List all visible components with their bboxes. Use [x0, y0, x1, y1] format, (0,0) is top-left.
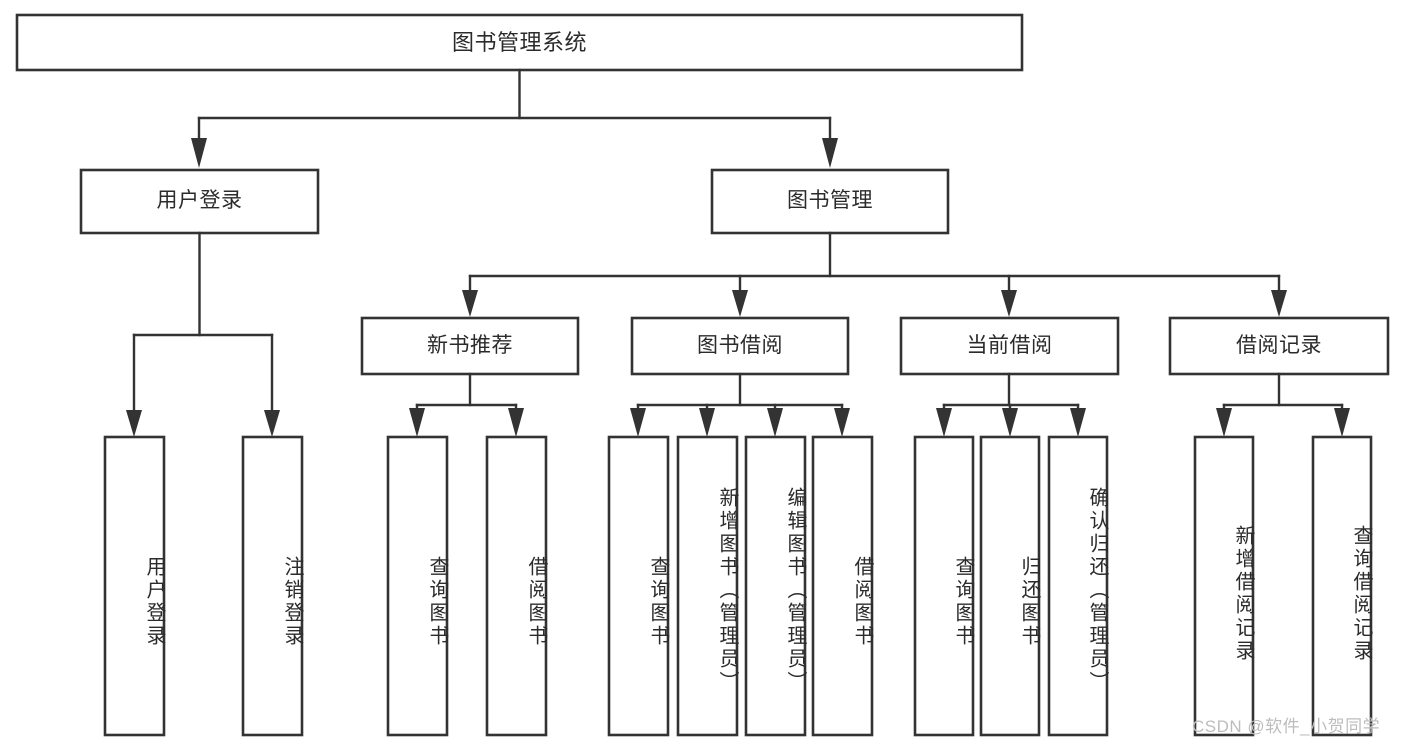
- arrow-head-currentborrow-2: [1002, 408, 1018, 437]
- leaf-box-new-book-0[interactable]: [386, 435, 449, 737]
- arrow-head-userlogin-2: [264, 410, 280, 437]
- arrow-head-bookborrow-2: [699, 408, 715, 437]
- arrow-head-level3-4: [1271, 290, 1287, 317]
- leaf-box-user-login-1[interactable]: [241, 435, 304, 737]
- node-user-login-box[interactable]: [79, 168, 320, 235]
- leaf-box-book-borrow-1[interactable]: [676, 435, 739, 737]
- leaf-box-borrow-record-1[interactable]: [1311, 435, 1373, 737]
- arrow-head-level2-1: [191, 138, 207, 168]
- watermark-text: CSDN @软件_小贺同学: [1192, 717, 1381, 736]
- arrow-head-bookborrow-3: [767, 408, 783, 437]
- arrow-head-level3-2: [732, 290, 748, 317]
- leaf-box-new-book-1[interactable]: [485, 435, 548, 737]
- node-root-box[interactable]: [15, 13, 1024, 72]
- node-new-book-box[interactable]: [360, 316, 580, 376]
- leaf-box-current-borrow-2[interactable]: [1047, 435, 1109, 737]
- arrow-head-newbook-2: [508, 408, 524, 437]
- leaf-box-book-borrow-2[interactable]: [744, 435, 807, 737]
- leaf-box-book-borrow-3[interactable]: [811, 435, 874, 737]
- arrow-head-currentborrow-1: [936, 408, 952, 437]
- leaf-box-current-borrow-1[interactable]: [979, 435, 1041, 737]
- leaf-box-current-borrow-0[interactable]: [913, 435, 975, 737]
- arrow-head-level2-2: [822, 138, 838, 168]
- arrow-head-currentborrow-3: [1070, 408, 1086, 437]
- leaf-box-user-login-0[interactable]: [103, 435, 166, 737]
- arrow-head-bookborrow-4: [834, 408, 850, 437]
- arrow-head-bookborrow-1: [630, 408, 646, 437]
- arrow-head-borrowrecord-1: [1216, 408, 1232, 437]
- node-borrow-record-box[interactable]: [1168, 316, 1390, 376]
- node-book-borrow-box[interactable]: [630, 316, 850, 376]
- arrow-head-borrowrecord-2: [1334, 408, 1350, 437]
- arrow-head-newbook-1: [409, 408, 425, 437]
- node-book-manage-box[interactable]: [710, 168, 950, 235]
- arrow-head-level3-1: [462, 290, 478, 317]
- leaf-box-book-borrow-0[interactable]: [607, 435, 670, 737]
- node-current-borrow-box[interactable]: [899, 316, 1120, 376]
- leaf-box-borrow-record-0[interactable]: [1193, 435, 1255, 737]
- arrow-head-userlogin-1: [126, 410, 142, 437]
- arrow-head-level3-3: [1001, 290, 1017, 317]
